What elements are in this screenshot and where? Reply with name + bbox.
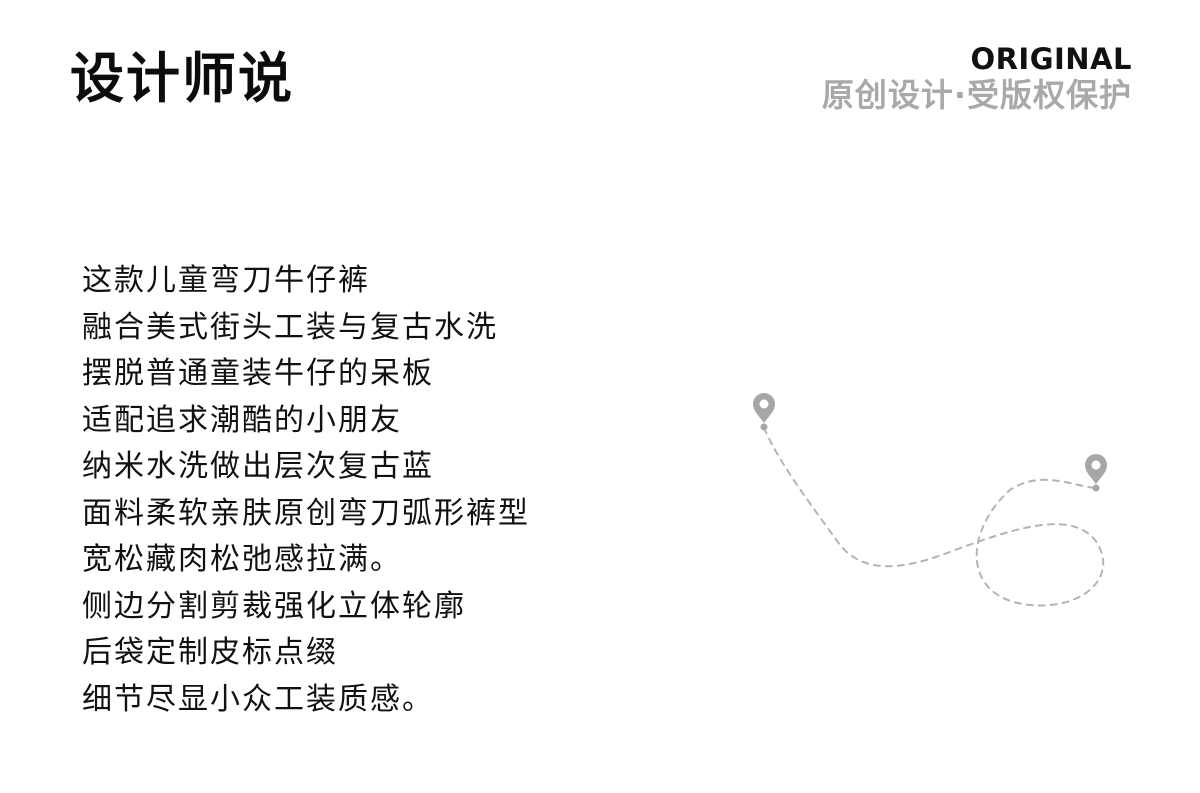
description-line: 摆脱普通童装牛仔的呆板 bbox=[82, 356, 434, 391]
description-line: 融合美式街头工装与复古水洗 bbox=[82, 309, 498, 345]
description-line: 适配追求潮酷的小朋友 bbox=[82, 402, 402, 438]
location-pin-icon bbox=[753, 393, 775, 431]
description-line: 面料柔软亲肤原创弯刀弧形裤型 bbox=[82, 495, 530, 531]
description-line: 侧边分割剪裁强化立体轮廓 bbox=[82, 588, 466, 624]
page-title: 设计师说 bbox=[70, 47, 294, 110]
brand-label-en: ORIGINAL bbox=[970, 42, 1132, 76]
description-line: 这款儿童弯刀牛仔裤 bbox=[82, 263, 370, 298]
dashed-route-path bbox=[763, 427, 1105, 607]
description-line: 细节尽显小众工装质感。 bbox=[82, 681, 434, 717]
brand-block: ORIGINAL 原创设计·受版权保护 bbox=[821, 42, 1132, 114]
designer-description: 这款儿童弯刀牛仔裤 融合美式街头工装与复古水洗 摆脱普通童装牛仔的呆板 适配追求… bbox=[82, 258, 530, 723]
description-line: 后袋定制皮标点缀 bbox=[82, 635, 338, 670]
brand-label-cn: 原创设计·受版权保护 bbox=[821, 75, 1132, 114]
description-line: 纳米水洗做出层次复古蓝 bbox=[82, 449, 434, 484]
location-pin-icon bbox=[1085, 454, 1107, 492]
description-line: 宽松藏肉松弛感拉满。 bbox=[82, 542, 402, 577]
route-illustration bbox=[753, 393, 1107, 607]
